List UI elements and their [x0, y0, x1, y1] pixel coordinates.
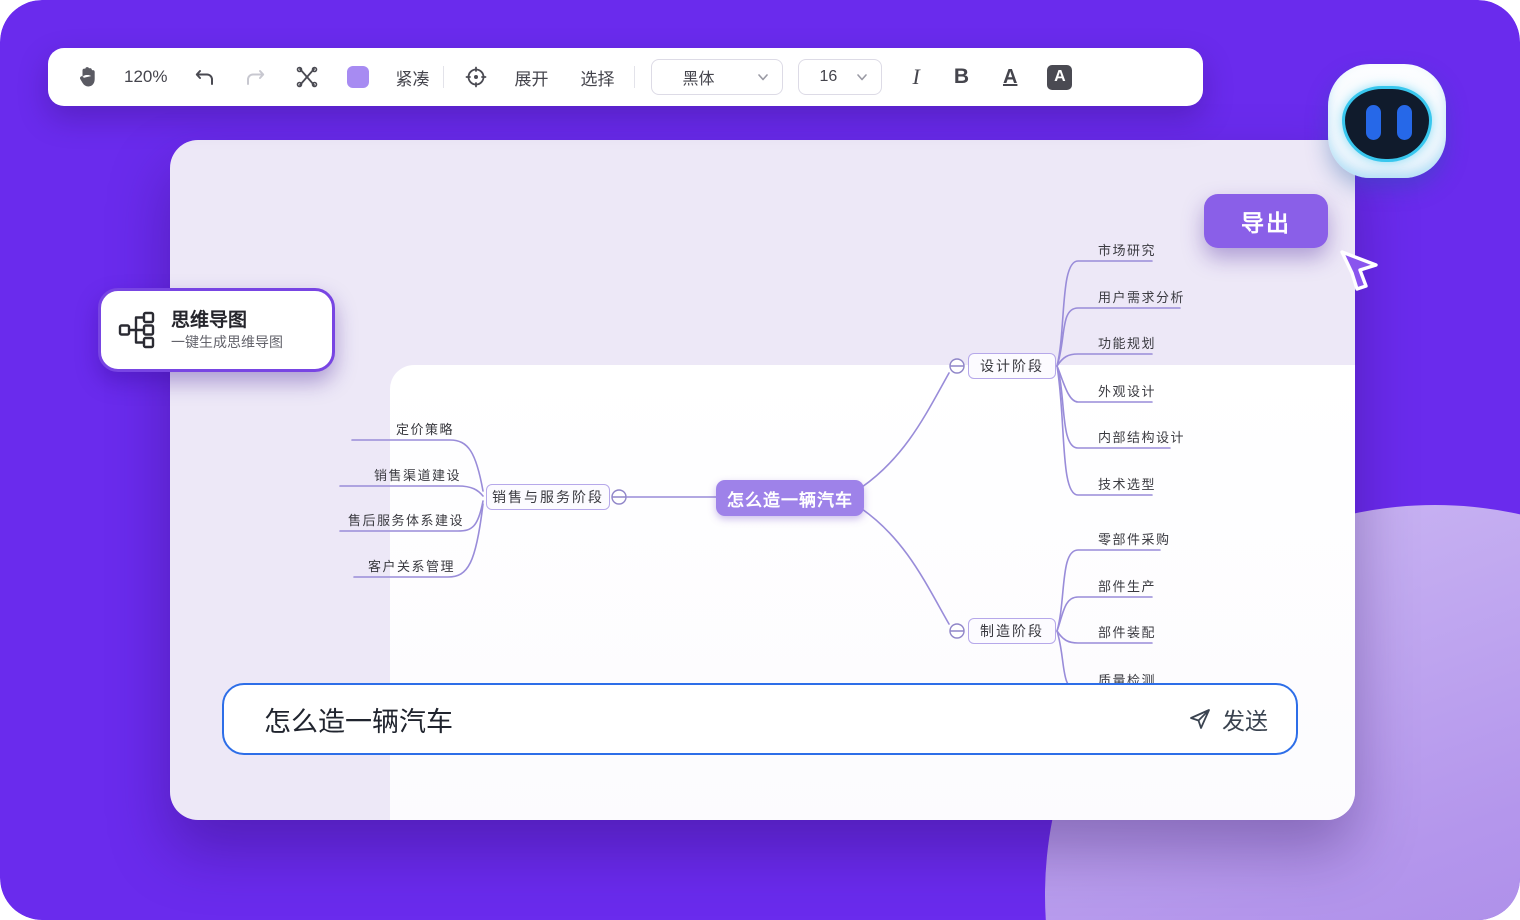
mindmap-leaf[interactable]: 售后服务体系建设 — [348, 513, 465, 528]
mindmap-branch-design[interactable]: 设计阶段 — [968, 353, 1056, 379]
mindmap-leaf[interactable]: 技术选型 — [1098, 477, 1157, 492]
send-label: 发送 — [1222, 708, 1268, 734]
robot-mascot — [1328, 64, 1446, 178]
mindmap-leaf[interactable]: 定价策略 — [396, 422, 455, 437]
italic-button[interactable]: I — [912, 64, 919, 90]
compact-label: 紧凑 — [395, 69, 430, 89]
badge-text: 思维导图 一键生成思维导图 — [171, 308, 283, 353]
mindmap-root-node[interactable]: 怎么造一辆汽车 — [716, 480, 864, 516]
cut-button[interactable] — [295, 65, 319, 89]
chevron-down-icon — [758, 74, 769, 81]
mindmap-leaf[interactable]: 部件装配 — [1098, 625, 1157, 640]
underline-label: A — [1002, 65, 1018, 88]
undo-icon — [196, 70, 214, 85]
expand-button[interactable]: 展开 — [514, 65, 548, 90]
toolbar-divider — [634, 66, 636, 88]
mindmap-leaf[interactable]: 用户需求分析 — [1098, 290, 1186, 305]
font-color-button[interactable]: A — [1047, 64, 1073, 90]
color-swatch — [347, 66, 370, 88]
zoom-level[interactable]: 120% — [124, 67, 167, 87]
cut-icon — [297, 66, 318, 88]
mindmap-leaf[interactable]: 市场研究 — [1098, 243, 1157, 258]
export-button[interactable]: 导出 — [1204, 194, 1328, 248]
chat-input-bar: 发送 — [222, 683, 1298, 755]
robot-eye-icon — [1397, 105, 1412, 140]
center-view-button[interactable] — [464, 65, 488, 89]
send-button[interactable]: 发送 — [1188, 702, 1268, 736]
mindmap-leaf[interactable]: 内部结构设计 — [1098, 430, 1186, 445]
mindmap-branch-manufacturing[interactable]: 制造阶段 — [968, 618, 1056, 644]
zoom-level-value: 120% — [124, 67, 168, 86]
mindmap-leaf[interactable]: 外观设计 — [1098, 384, 1157, 399]
redo-button[interactable] — [243, 65, 267, 89]
paper-plane-icon — [1190, 709, 1210, 729]
bold-button[interactable]: B — [954, 65, 969, 89]
robot-eye-icon — [1366, 105, 1381, 140]
chevron-down-icon — [857, 74, 868, 81]
mindmap-leaf[interactable]: 销售渠道建设 — [374, 468, 462, 483]
robot-face-icon — [1342, 86, 1432, 162]
font-size-select[interactable]: 16 — [798, 59, 883, 95]
badge-subtitle: 一键生成思维导图 — [171, 334, 283, 351]
color-swatch-button[interactable] — [347, 66, 370, 88]
redo-icon — [247, 70, 265, 85]
select-label: 选择 — [580, 69, 615, 89]
compact-button[interactable]: 紧凑 — [395, 65, 429, 90]
chat-input[interactable] — [262, 702, 1188, 736]
toolbar-divider — [443, 66, 445, 88]
mindmap-leaf[interactable]: 功能规划 — [1098, 336, 1157, 351]
font-family-select[interactable]: 黑体 — [651, 59, 784, 95]
expand-label: 展开 — [514, 69, 549, 89]
badge-title: 思维导图 — [171, 309, 248, 331]
font-size-value: 16 — [819, 68, 838, 85]
font-color-icon: A — [1047, 64, 1073, 90]
feature-badge[interactable]: 思维导图 一键生成思维导图 — [98, 288, 335, 372]
mindmap-leaf[interactable]: 零部件采购 — [1098, 532, 1171, 547]
cursor-pointer-icon — [1340, 250, 1378, 291]
undo-button[interactable] — [193, 65, 217, 89]
mindmap-icon — [118, 311, 155, 349]
select-button[interactable]: 选择 — [580, 65, 614, 90]
italic-label: I — [912, 64, 920, 89]
target-icon — [466, 66, 487, 88]
underline-button[interactable]: A — [1003, 66, 1017, 89]
mindmap-branch-sales[interactable]: 销售与服务阶段 — [486, 484, 610, 510]
hand-icon — [80, 67, 95, 87]
font-family-value: 黑体 — [682, 71, 715, 88]
mindmap-leaf[interactable]: 部件生产 — [1098, 579, 1157, 594]
hand-tool-button[interactable] — [76, 65, 100, 89]
mindmap-leaf[interactable]: 客户关系管理 — [368, 559, 456, 574]
bold-label: B — [953, 65, 969, 88]
toolbar: 120% — [48, 48, 1203, 106]
